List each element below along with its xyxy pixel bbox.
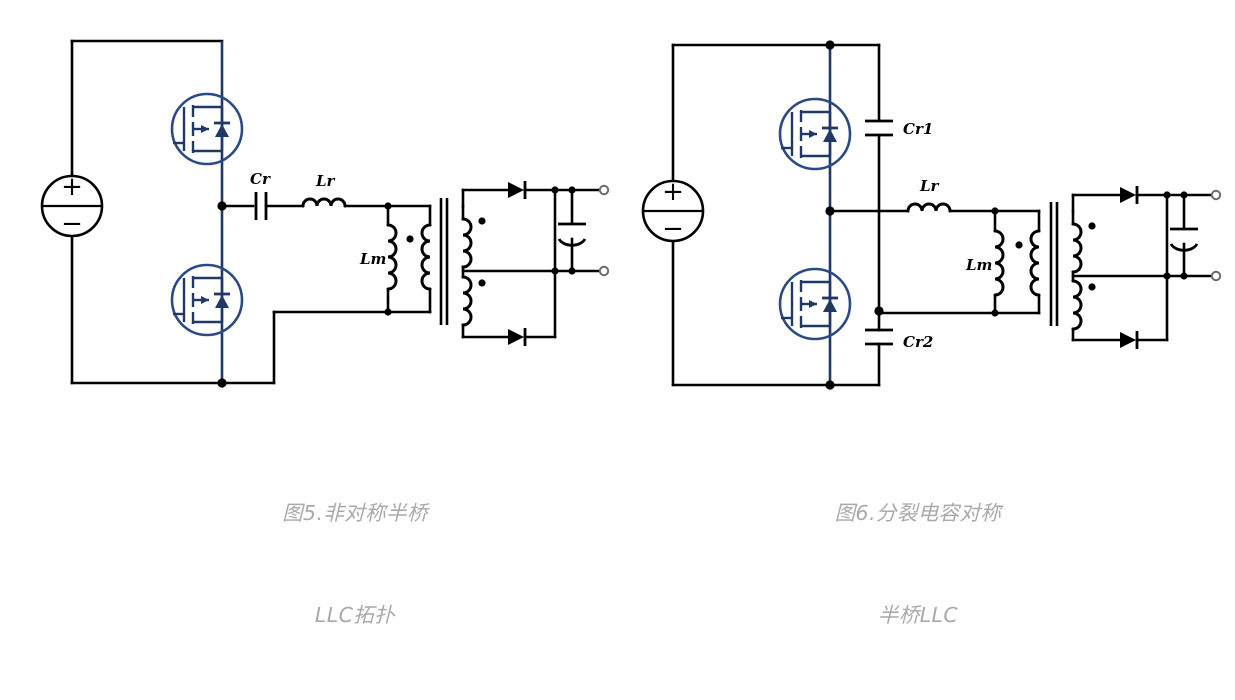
rectifier-diode-top: [1120, 186, 1139, 204]
primary-polarity-dot: [406, 235, 414, 243]
mosfet-high-side: [778, 97, 852, 171]
rectifier-diode-top: [508, 181, 527, 199]
secondary-top-polarity-dot: [1088, 222, 1096, 230]
output-rectifier: [1071, 186, 1222, 349]
capacitor-midpoint-node: [874, 306, 884, 316]
resonant-branch: Cr Lr: [220, 170, 390, 220]
label-cr1: Cr1: [903, 120, 933, 138]
primary-return-path: [220, 310, 390, 385]
output-terminal-negative: [1210, 270, 1222, 282]
resonant-capacitor-lower: [865, 328, 893, 346]
label-cr2: Cr2: [903, 333, 933, 351]
schematic-svg-right: + −: [641, 40, 1222, 390]
label-lr: Lr: [919, 177, 940, 195]
resonant-capacitor: [254, 192, 268, 220]
label-lm: Lm: [359, 250, 386, 268]
transformer-secondary: [461, 204, 557, 339]
mosfet-low-side: [778, 267, 852, 341]
label-lr: Lr: [315, 172, 336, 190]
schematic-svg-left: + −: [40, 39, 610, 388]
mosfet-low-side: [170, 263, 244, 337]
caption-right-line-1: 图6.分裂电容对称: [834, 501, 1002, 525]
mosfet-high-side: [170, 92, 244, 166]
bridge-bottom-node: [217, 378, 227, 388]
transformer-primary: Lm: [965, 207, 1041, 317]
label-cr: Cr: [250, 170, 271, 188]
label-lm: Lm: [965, 256, 992, 274]
bridge-midpoint-node: [825, 206, 835, 216]
figure-caption-right: 图6.分裂电容对称 半桥LLC: [748, 428, 1088, 700]
transformer-primary-winding: [420, 223, 432, 291]
source-minus-symbol: −: [61, 209, 83, 239]
figure-caption-left: 图5.非对称半桥 LLC拓扑: [185, 428, 525, 700]
output-terminal-positive: [1210, 189, 1222, 201]
secondary-bottom-polarity-dot: [1088, 283, 1096, 291]
source-plus-symbol: +: [61, 172, 83, 202]
output-capacitor: [557, 188, 587, 273]
primary-polarity-dot: [1015, 241, 1023, 249]
output-terminal-positive: [598, 184, 610, 196]
output-capacitor: [1169, 193, 1199, 278]
secondary-bottom-polarity-dot: [478, 279, 486, 287]
circuit-diagram-asymmetric-half-bridge: + −: [0, 0, 620, 420]
top-rail-node: [825, 40, 835, 50]
circuit-diagram-split-capacitor-half-bridge: + −: [620, 0, 1235, 420]
transformer-core: [439, 198, 449, 325]
transformer-core: [1049, 202, 1059, 326]
rectifier-diode-bottom: [1120, 331, 1139, 349]
source-minus-symbol: −: [662, 214, 684, 244]
secondary-top-polarity-dot: [478, 217, 486, 225]
caption-right-line-2: 半桥LLC: [877, 603, 959, 627]
resonant-inductor: [301, 197, 347, 208]
output-terminal-negative: [598, 265, 610, 277]
dc-voltage-source: + −: [40, 172, 104, 239]
figure-board: + −: [0, 0, 1235, 627]
caption-left-line-1: 图5.非对称半桥: [282, 501, 428, 525]
resonant-inductor: [906, 202, 952, 213]
split-capacitor-leg: Cr1 Cr2: [828, 43, 933, 387]
resonant-capacitor-upper: [865, 119, 893, 137]
rectifier-diode-bottom: [508, 328, 527, 346]
dc-voltage-source: + −: [641, 177, 705, 244]
transformer-secondary: [1071, 209, 1169, 342]
bridge-midpoint-node: [217, 201, 227, 211]
input-dc-loop: [671, 43, 832, 387]
transformer-primary-winding: [1029, 229, 1041, 297]
output-rectifier: [461, 181, 610, 346]
magnetizing-inductor: [993, 229, 1005, 297]
transformer-primary: Lm: [359, 202, 432, 316]
caption-left-line-2: LLC拓扑: [314, 603, 396, 627]
source-plus-symbol: +: [662, 177, 684, 207]
bottom-rail-node: [825, 380, 835, 390]
magnetizing-inductor: [386, 223, 398, 291]
resonant-branch: Lr: [828, 177, 997, 213]
input-dc-loop: [70, 39, 224, 385]
